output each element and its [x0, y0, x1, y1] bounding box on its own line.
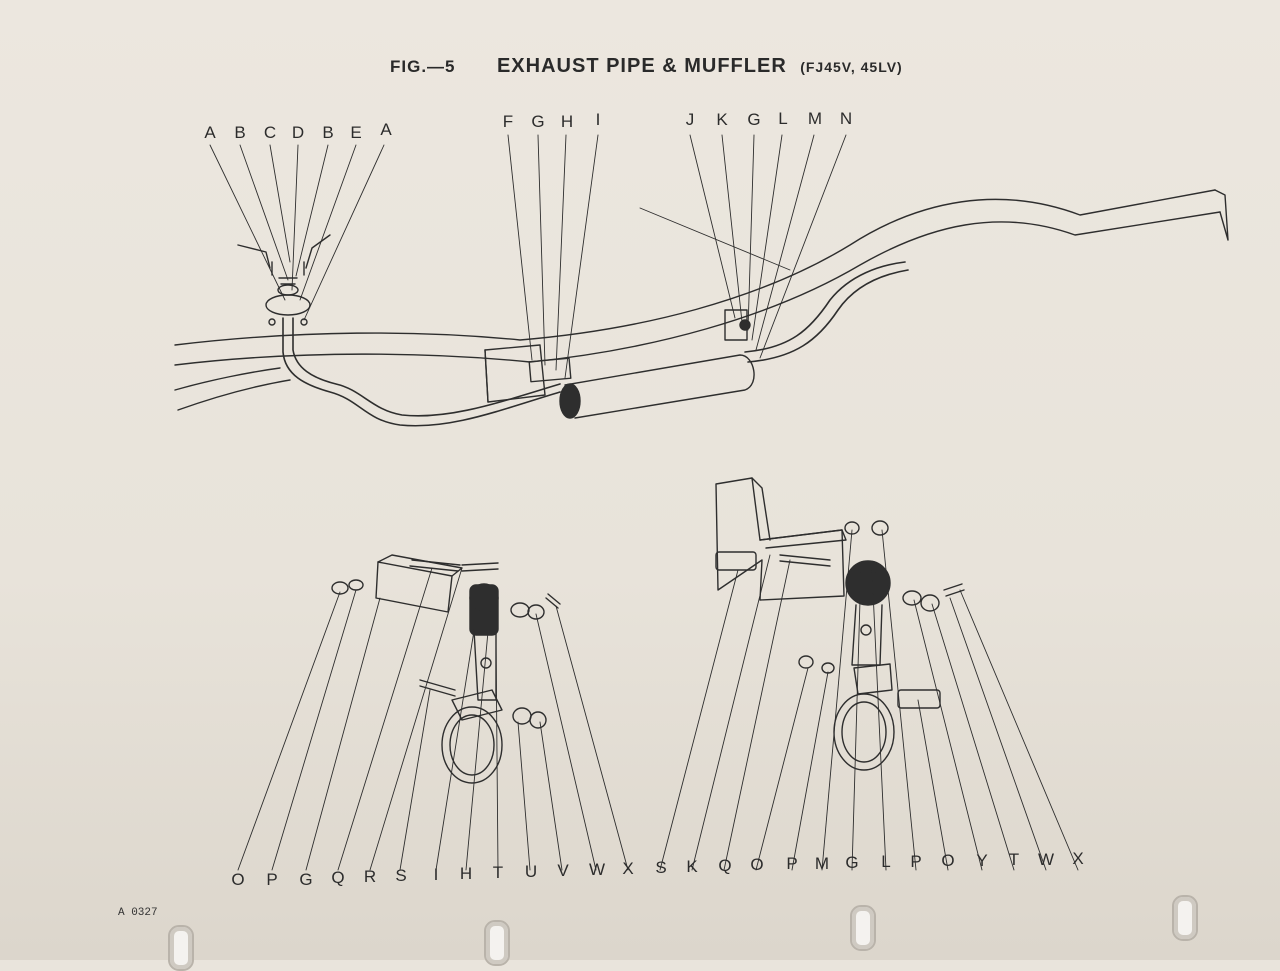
label-bottom: V	[557, 861, 569, 880]
label-bottom: T	[1008, 850, 1020, 869]
binder-ring	[484, 920, 510, 966]
binder-ring	[168, 925, 194, 971]
label-bottom: L	[881, 852, 891, 871]
label-top: I	[595, 110, 601, 129]
label-bottom: I	[433, 865, 439, 884]
label-top: A	[204, 123, 216, 142]
label-top: L	[778, 109, 788, 128]
label-bottom: O	[750, 855, 764, 874]
front-flange	[237, 234, 331, 326]
label-top: B	[234, 123, 246, 142]
label-bottom: P	[910, 852, 922, 871]
label-bottom: W	[588, 860, 606, 879]
label-bottom: O	[941, 851, 955, 870]
label-bottom: U	[524, 862, 538, 881]
label-bottom: X	[622, 859, 634, 878]
figure-title: EXHAUST PIPE & MUFFLER	[496, 55, 787, 77]
label-bottom: G	[299, 870, 313, 889]
exhaust-pipe	[282, 261, 909, 427]
label-top: F	[502, 112, 514, 131]
figure-models: (FJ45V, 45LV)	[800, 59, 903, 75]
label-top: G	[531, 112, 545, 131]
page-code: A 0327	[118, 907, 158, 919]
label-top: D	[291, 123, 305, 142]
label-bottom: T	[492, 863, 504, 882]
label-bottom: K	[686, 857, 698, 876]
label-bottom: R	[363, 867, 377, 886]
label-bottom: P	[266, 870, 278, 889]
label-bottom: Y	[976, 851, 988, 870]
figure-number: FIG.—5	[390, 57, 456, 76]
label-top: J	[685, 110, 695, 129]
binder-ring	[1172, 895, 1198, 941]
top-leader-lines	[209, 134, 847, 379]
left-hanger-assembly	[331, 554, 561, 784]
label-bottom: O	[231, 870, 245, 889]
label-top: M	[807, 109, 823, 128]
right-leader-lines	[659, 529, 1079, 871]
label-bottom: X	[1072, 849, 1084, 868]
binder-ring	[850, 905, 876, 951]
label-bottom: P	[786, 854, 798, 873]
label-bottom: S	[655, 858, 667, 877]
label-bottom: G	[845, 853, 859, 872]
label-top: B	[322, 123, 334, 142]
label-top: G	[747, 110, 761, 129]
label-top: C	[263, 123, 277, 142]
label-bottom: Q	[718, 856, 732, 875]
left-leader-lines	[237, 567, 629, 871]
label-bottom: S	[395, 866, 407, 885]
label-bottom: W	[1037, 850, 1055, 869]
label-top: A	[380, 120, 392, 139]
label-top: N	[839, 109, 853, 128]
label-bottom: H	[459, 864, 473, 883]
label-bottom: M	[814, 854, 830, 873]
muffler-body	[484, 309, 755, 419]
figure-title-line: FIG.—5 EXHAUST PIPE & MUFFLER (FJ45V, 45…	[390, 55, 903, 78]
label-top: E	[350, 123, 362, 142]
label-top: K	[716, 110, 728, 129]
label-bottom: Q	[331, 868, 345, 887]
frame-rail	[174, 189, 1229, 411]
label-top: H	[560, 112, 574, 131]
